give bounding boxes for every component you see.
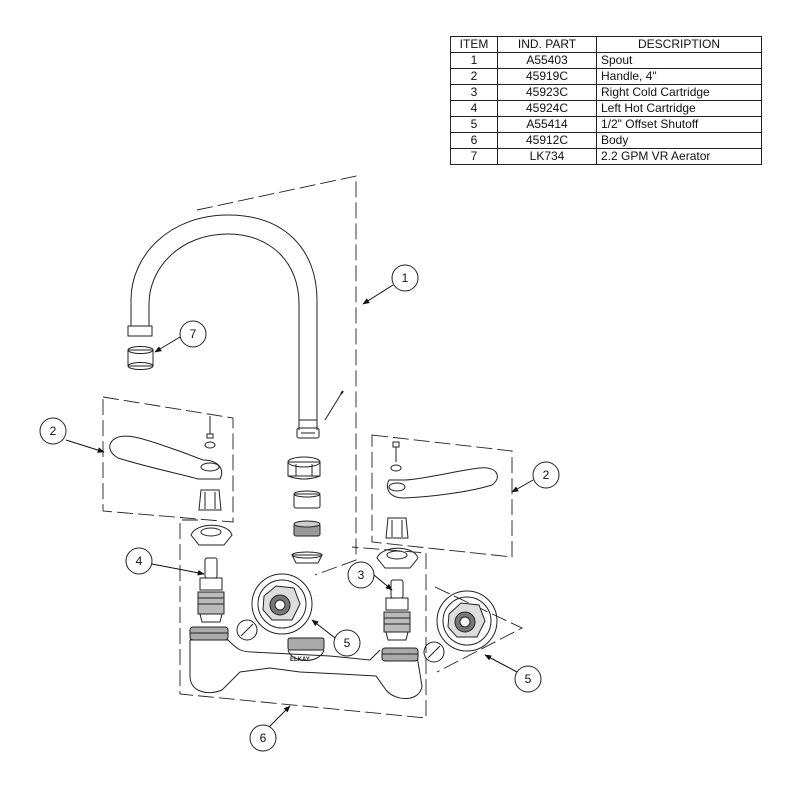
cell-part: LK734 <box>497 148 597 165</box>
cell-part: 45912C <box>497 132 597 149</box>
callout-4-label: 4 <box>136 554 143 568</box>
callout-1-label: 1 <box>402 271 409 285</box>
callout-3-label: 3 <box>358 568 365 582</box>
callout-2-right: 2 <box>532 461 560 489</box>
table-row: 5 A55414 1/2" Offset Shutoff <box>450 116 762 133</box>
callout-2-left-label: 2 <box>50 424 57 438</box>
parts-table: ITEM IND. PART DESCRIPTION 1 A55403 Spou… <box>450 36 762 165</box>
left-handle <box>109 416 223 511</box>
right-handle <box>385 441 498 539</box>
callout-5-left: 5 <box>333 629 361 657</box>
callout-3: 3 <box>347 561 375 589</box>
spout-washers <box>291 490 323 564</box>
callout-7: 7 <box>179 320 207 348</box>
callout-2-left: 2 <box>39 417 67 445</box>
cell-description: Handle, 4" <box>596 68 762 85</box>
body-brand-text: ELKAY <box>290 657 310 663</box>
callout-5-left-label: 5 <box>344 636 351 650</box>
cell-description: Left Hot Cartridge <box>596 100 762 117</box>
callout-4: 4 <box>125 547 153 575</box>
callout-6-label: 6 <box>260 731 267 745</box>
spout <box>127 214 344 439</box>
spout-nut <box>287 456 321 480</box>
left-handle-group-frame <box>102 396 234 523</box>
hot-cartridge <box>197 557 225 623</box>
spout-group-frame <box>196 175 357 576</box>
callout-5-right: 5 <box>514 665 542 693</box>
table-row: 7 LK734 2.2 GPM VR Aerator <box>450 148 762 165</box>
left-bonnet <box>190 524 233 546</box>
right-handle-group-frame <box>371 434 513 558</box>
cold-cartridge <box>383 579 411 641</box>
cell-description: 2.2 GPM VR Aerator <box>596 148 762 165</box>
right-shutoff <box>423 590 498 663</box>
cell-description: 1/2" Offset Shutoff <box>596 116 762 133</box>
aerator <box>127 346 154 370</box>
callout-1: 1 <box>391 264 419 292</box>
table-row: 6 45912C Body <box>450 132 762 149</box>
table-row: 3 45923C Right Cold Cartridge <box>450 84 762 101</box>
leader-lines <box>65 284 534 728</box>
table-row: 2 45919C Handle, 4" <box>450 68 762 85</box>
left-shutoff <box>236 573 313 641</box>
callout-7-label: 7 <box>190 327 197 341</box>
callout-5-right-label: 5 <box>525 672 532 686</box>
right-shutoff-frame <box>434 586 524 673</box>
faucet-body <box>189 626 423 699</box>
right-bonnet <box>376 547 419 569</box>
callout-2-right-label: 2 <box>543 468 550 482</box>
callout-6: 6 <box>249 724 277 752</box>
